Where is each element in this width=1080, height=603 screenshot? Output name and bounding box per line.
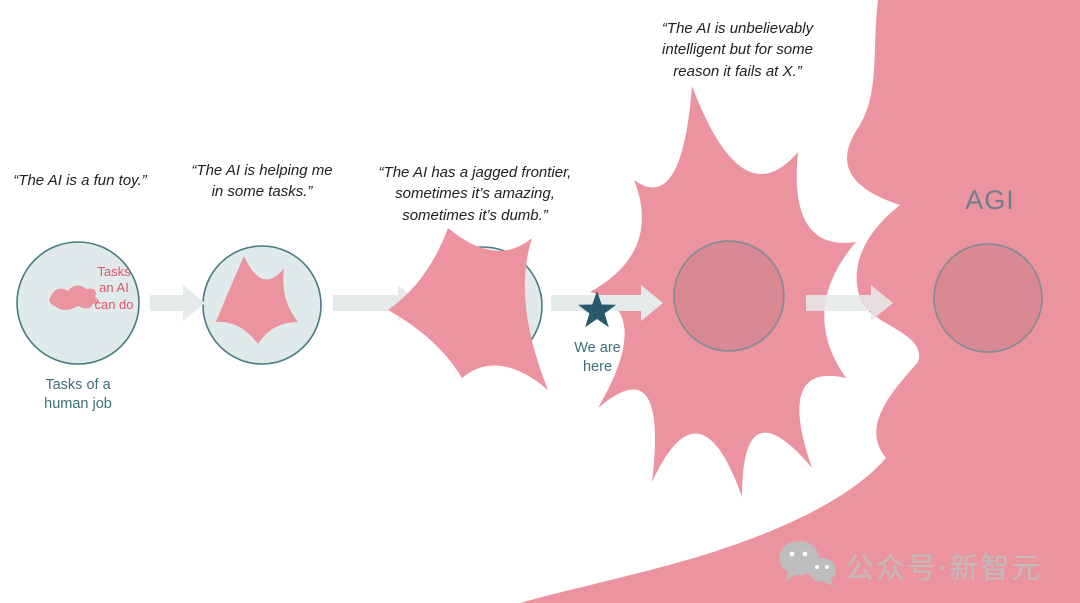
human-job-circle-4 xyxy=(673,240,785,352)
progress-arrow-4 xyxy=(806,285,893,321)
quote-unbelievably-intelligent: “The AI is unbelievably intelligent but … xyxy=(661,20,814,80)
ai-capability-blob-1 xyxy=(49,285,100,310)
ai-capability-blob-agi xyxy=(520,0,1080,603)
wechat-icon xyxy=(779,541,836,587)
watermark-text: 公众号·新智元 xyxy=(845,551,1043,585)
label-tasks-an-ai-can-do: Tasks an AI can do xyxy=(94,264,134,312)
label-we-are-here: We are here xyxy=(574,340,621,375)
label-agi: AGI xyxy=(965,185,1015,215)
progress-arrow-1 xyxy=(150,285,205,321)
ai-capability-blob-2 xyxy=(216,256,298,344)
quote-helping: “The AI is helping me in some tasks.” xyxy=(191,162,333,201)
human-job-circle-agi xyxy=(933,243,1043,353)
we-are-here-star xyxy=(578,291,616,328)
ai-capability-blob-3 xyxy=(388,228,548,390)
quote-fun-toy: “The AI is a fun toy.” xyxy=(13,172,147,189)
quote-jagged-frontier: “The AI has a jagged frontier, sometimes… xyxy=(378,164,572,224)
label-tasks-of-a-human-job: Tasks of a human job xyxy=(44,377,112,412)
ai-capability-blob-4 xyxy=(590,86,856,497)
progress-arrow-3 xyxy=(551,285,663,321)
